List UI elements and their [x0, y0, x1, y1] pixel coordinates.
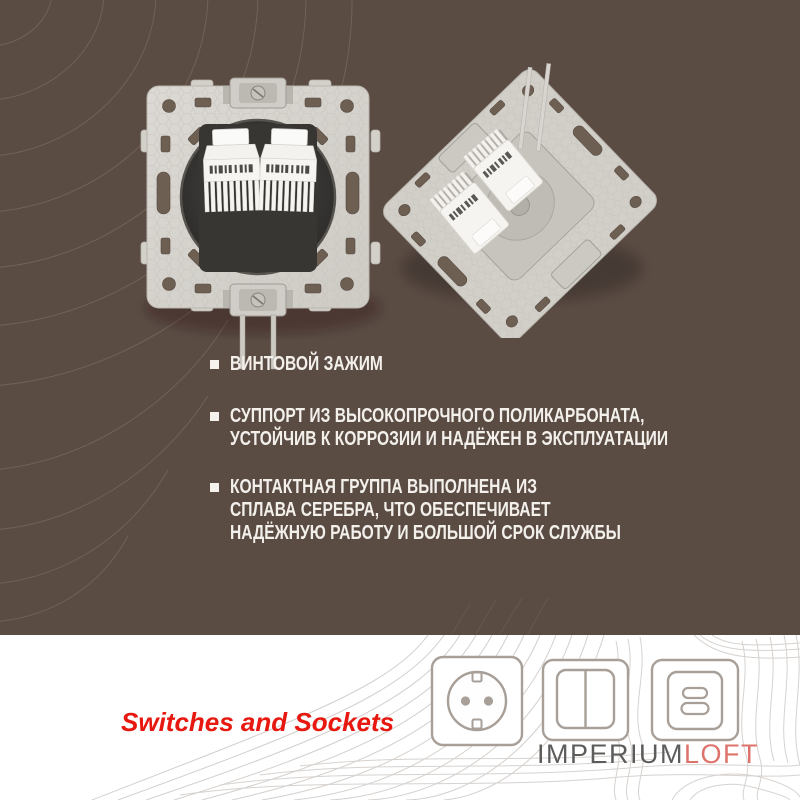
top-section: ВИНТОВОЙ ЗАЖИМ СУППОРТ ИЗ ВЫСОКОПРОЧНОГО… — [0, 0, 800, 635]
brand-logo-part2: LOFT — [684, 739, 760, 769]
keystone-jack-right — [258, 128, 317, 213]
bullet-square-icon — [210, 483, 219, 492]
mounting-prongs — [517, 63, 552, 152]
bullet-square-icon — [210, 412, 219, 421]
keystone-jack-left — [203, 128, 262, 213]
brand-logo-part1: IMPERIUM — [537, 739, 684, 769]
feature-text: ВИНТОВОЙ ЗАЖИМ — [230, 353, 383, 375]
product-photo-back — [383, 63, 657, 338]
feature-item: КОНТАКТНАЯ ГРУППА ВЫПОЛНЕНА ИЗ СПЛАВА СЕ… — [210, 476, 800, 545]
top-clamp — [223, 77, 293, 109]
brand-logo: IMPERIUMLOFT — [537, 741, 759, 768]
bullet-square-icon — [210, 360, 219, 369]
feature-text: СУППОРТ ИЗ ВЫСОКОПРОЧНОГО ПОЛИКАРБОНАТА,… — [230, 405, 669, 450]
feature-item: ВИНТОВОЙ ЗАЖИМ — [210, 353, 800, 376]
bottom-clamp — [223, 283, 293, 370]
usb-socket-icon — [650, 658, 740, 742]
tagline: Switches and Sockets — [121, 707, 395, 737]
category-icons — [430, 655, 740, 747]
schuko-socket-icon — [430, 655, 524, 747]
feature-text: КОНТАКТНАЯ ГРУППА ВЫПОЛНЕНА ИЗ СПЛАВА СЕ… — [230, 476, 621, 544]
two-gang-switch-icon — [541, 658, 630, 742]
feature-item: СУППОРТ ИЗ ВЫСОКОПРОЧНОГО ПОЛИКАРБОНАТА,… — [210, 405, 800, 451]
product-photo-front — [140, 77, 381, 370]
